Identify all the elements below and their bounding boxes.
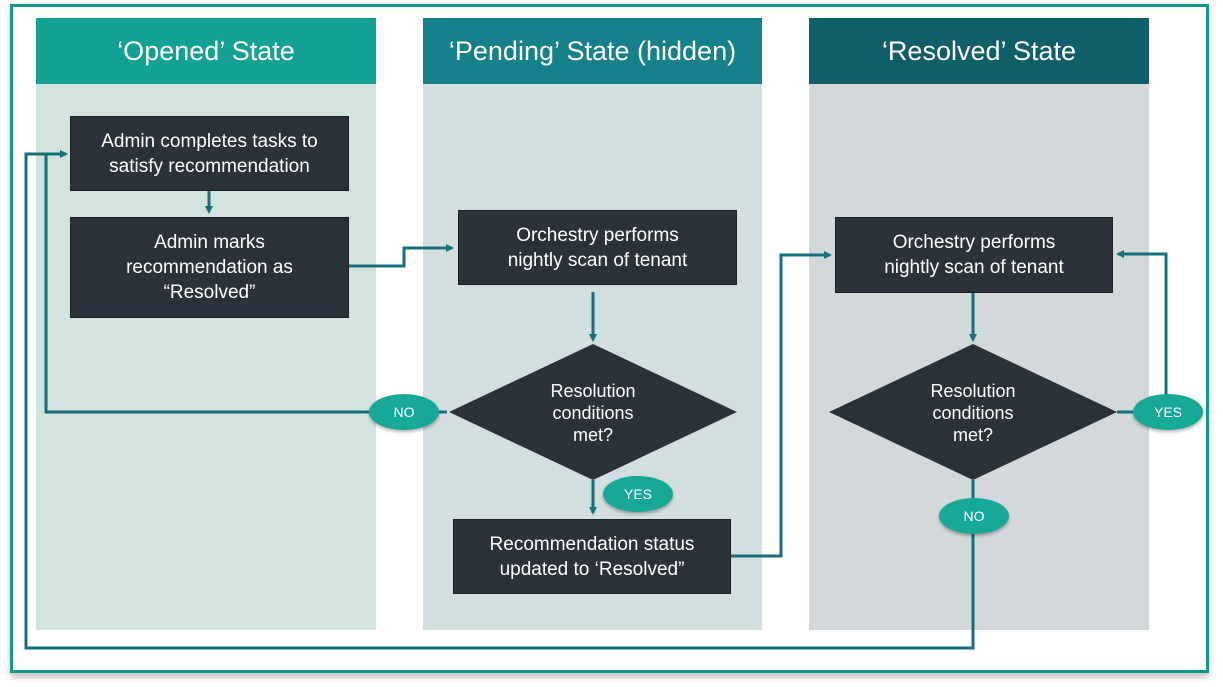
column-resolved-header: ‘Resolved’ State xyxy=(809,18,1149,84)
diagram-frame xyxy=(10,4,1209,673)
column-pending-header: ‘Pending’ State (hidden) xyxy=(423,18,762,84)
arrow-status-to-resolved-scan xyxy=(731,251,832,558)
arrow-resolved-yes xyxy=(1116,250,1168,414)
pending-no-badge: NO xyxy=(369,394,439,430)
node-admin-marks: Admin marks recommendation as “Resolved” xyxy=(70,217,349,318)
node-scan-resolved: Orchestry performs nightly scan of tenan… xyxy=(835,217,1113,293)
arrow-resolved-no xyxy=(24,150,975,650)
node-scan-pending-label: Orchestry performs nightly scan of tenan… xyxy=(507,224,688,271)
decision-pending-label: Resolution conditions met? xyxy=(550,381,636,445)
node-admin-tasks-label: Admin completes tasks to satisfy recomme… xyxy=(101,130,318,177)
decision-pending-shape xyxy=(449,344,737,480)
node-admin-tasks: Admin completes tasks to satisfy recomme… xyxy=(70,116,349,191)
decision-resolved-shape xyxy=(829,344,1117,480)
node-status-updated-label: Recommendation status updated to ‘Resolv… xyxy=(489,533,695,580)
node-scan-resolved-label: Orchestry performs nightly scan of tenan… xyxy=(884,232,1064,278)
resolved-yes-badge: YES xyxy=(1133,394,1203,430)
pending-yes-badge: YES xyxy=(603,476,673,512)
node-scan-pending: Orchestry performs nightly scan of tenan… xyxy=(458,210,737,285)
arrow-marks-to-scan xyxy=(349,244,454,268)
node-status-updated: Recommendation status updated to ‘Resolv… xyxy=(453,519,731,594)
decision-resolved-label: Resolution conditions met? xyxy=(930,381,1016,445)
node-admin-marks-label: Admin marks recommendation as “Resolved” xyxy=(126,232,293,303)
column-opened-header: ‘Opened’ State xyxy=(36,18,376,84)
resolved-no-badge: NO xyxy=(939,498,1009,534)
